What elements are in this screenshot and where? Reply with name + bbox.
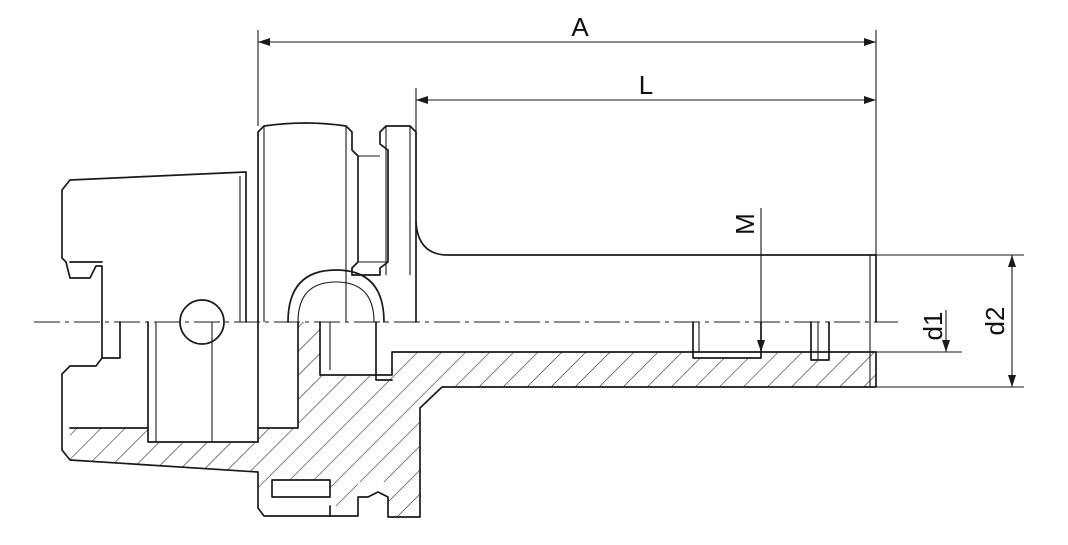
dimension-d2-label: d2 — [980, 307, 1010, 336]
dimension-l: L — [415, 70, 876, 222]
dimension-a: A — [257, 12, 877, 255]
dimension-m: M — [730, 208, 765, 352]
tool-holder-outline — [61, 122, 877, 518]
dimension-d1: d1 — [876, 310, 962, 353]
dimension-m-label: M — [730, 213, 760, 235]
dimension-d1-label: d1 — [918, 312, 948, 341]
dimension-l-label: L — [639, 70, 653, 100]
dimension-a-label: A — [571, 12, 589, 42]
dimension-d2: d2 — [876, 254, 1024, 388]
